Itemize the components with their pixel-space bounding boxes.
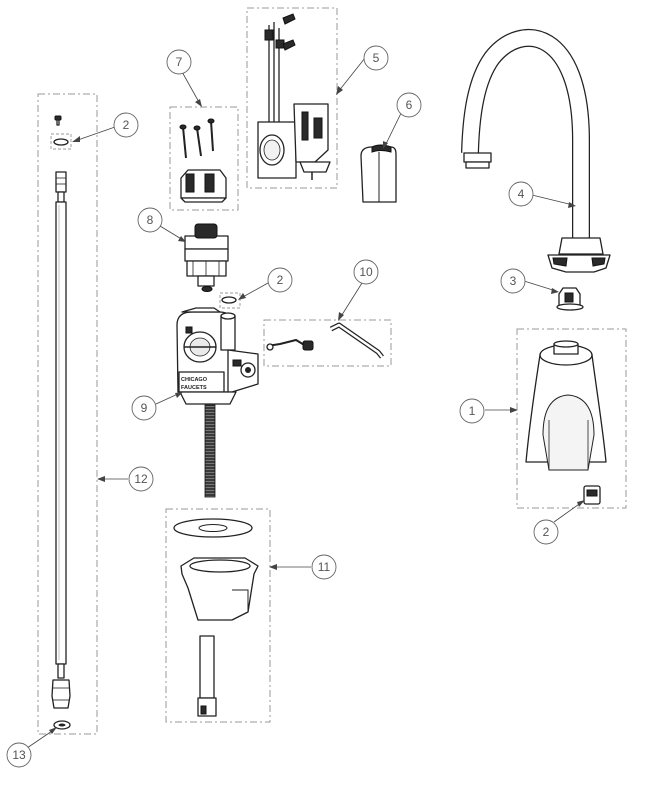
- callout-2-cover-block: 2: [533, 519, 559, 545]
- callout-2-center-washer: 2: [267, 267, 293, 293]
- svg-text:3: 3: [510, 274, 517, 288]
- callout-11: 11: [311, 554, 337, 580]
- callout-13: 13: [6, 742, 32, 768]
- group-box-mounting-screws: [169, 106, 239, 211]
- part-gooseneck-spout: [461, 28, 611, 273]
- svg-text:2: 2: [277, 273, 284, 287]
- group-box-mounting-kit: [165, 508, 271, 723]
- callout-3: 3: [500, 268, 526, 294]
- part-3-fitting: [556, 287, 584, 311]
- svg-text:4: 4: [518, 187, 525, 201]
- group-box-sensor-module: [246, 7, 338, 189]
- callout-4: 4: [508, 181, 534, 207]
- svg-text:2: 2: [123, 118, 130, 132]
- part-mounting-screws: [179, 118, 227, 203]
- part-2-washer-center: [219, 292, 241, 309]
- callout-1: 1: [459, 398, 485, 424]
- part-1-cover: [525, 340, 607, 505]
- svg-text:10: 10: [359, 265, 373, 279]
- group-box-cover: [516, 328, 627, 509]
- leader-lines: [26, 57, 585, 749]
- callout-7: 7: [166, 49, 192, 75]
- svg-text:5: 5: [373, 51, 380, 65]
- svg-text:8: 8: [147, 213, 154, 227]
- callout-6: 6: [396, 92, 422, 118]
- svg-text:1: 1: [469, 404, 476, 418]
- svg-text:13: 13: [12, 748, 26, 762]
- brand-text-line2: FAUCETS: [181, 385, 207, 391]
- svg-text:11: 11: [318, 560, 331, 574]
- part-sensor-module: [257, 13, 331, 180]
- callout-10: 10: [353, 259, 379, 285]
- part-11-mounting-kit: [173, 518, 259, 717]
- part-10-tools: [266, 322, 384, 359]
- callout-8: 8: [137, 207, 163, 233]
- svg-text:6: 6: [406, 98, 413, 112]
- part-supply-hose: [50, 115, 72, 730]
- part-8-cartridge: [184, 223, 229, 292]
- callout-2-hose-washer: 2: [113, 112, 139, 138]
- part-9-faucet-body: CHICAGO FAUCETS: [176, 307, 259, 498]
- brand-text-line1: CHICAGO: [181, 377, 208, 383]
- svg-text:12: 12: [134, 472, 148, 486]
- callout-5: 5: [363, 45, 389, 71]
- part-6-cap: [360, 144, 397, 203]
- callout-12: 12: [128, 466, 154, 492]
- svg-text:9: 9: [141, 401, 148, 415]
- group-box-tools: [263, 319, 392, 367]
- svg-text:2: 2: [543, 525, 550, 539]
- callout-9: 9: [131, 395, 157, 421]
- group-box-hose: [37, 93, 98, 735]
- svg-text:7: 7: [176, 55, 183, 69]
